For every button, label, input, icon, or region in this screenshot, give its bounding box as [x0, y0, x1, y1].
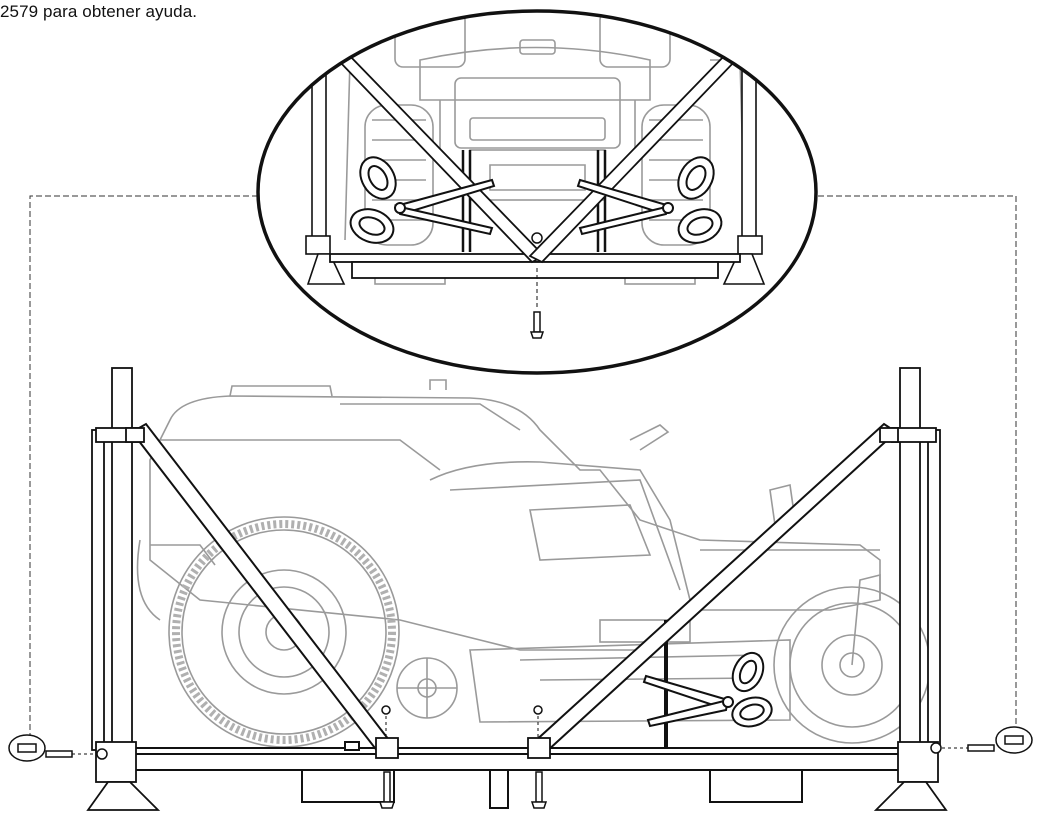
ghost-mower-side-view [136, 379, 931, 748]
rear-tire-tread [172, 520, 396, 744]
scissors-cutting-strap-icon [642, 651, 773, 728]
detail-diagonal-braces [336, 52, 738, 264]
main-crate-view [8, 367, 1033, 811]
detail-scissors-left-icon [349, 156, 496, 244]
corner-posts [91, 367, 941, 751]
bracket-bolts [378, 705, 548, 809]
detail-ellipse-outline [256, 9, 818, 375]
detail-center-bolt [529, 232, 545, 339]
detail-ellipse-group [256, 9, 818, 375]
instruction-caption: 2579 para obtener ayuda. [0, 2, 198, 21]
callout-leader-lines [29, 195, 1017, 742]
detail-scissors-right-icon [576, 156, 723, 244]
side-bolt-right-icon [930, 726, 1033, 754]
diagonal-braces [130, 422, 898, 754]
detail-straps [461, 150, 607, 252]
side-bolt-left-icon [8, 734, 108, 762]
crate-base-beam [119, 741, 921, 809]
crate-feet [86, 741, 948, 811]
detail-corner-posts [305, 59, 766, 285]
brace-brackets [125, 427, 899, 759]
